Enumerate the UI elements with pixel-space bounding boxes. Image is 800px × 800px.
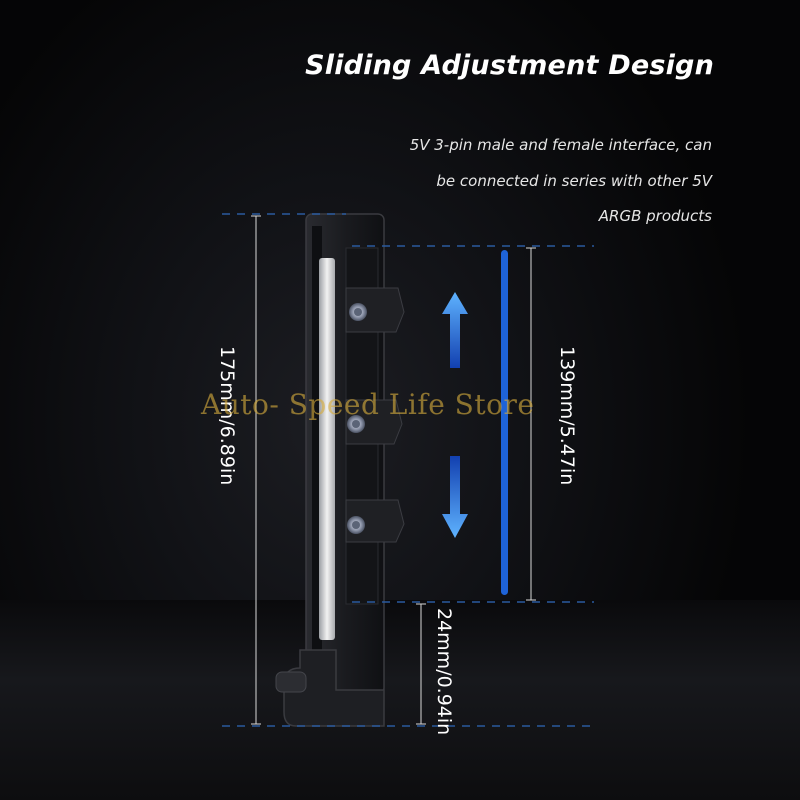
- dimension-label-foot: 24mm/0.94in: [433, 608, 455, 736]
- feature-description: 5V 3-pin male and female interface, can …: [312, 128, 712, 235]
- slide-clip: [345, 287, 405, 333]
- slide-range-bar: [501, 250, 508, 595]
- screw-icon: [349, 303, 367, 321]
- slide-clip: [345, 399, 403, 445]
- dimension-label-slide: 139mm/5.47in: [556, 346, 578, 486]
- arrow-down-icon: [442, 456, 468, 538]
- description-line: 5V 3-pin male and female interface, can: [409, 136, 712, 154]
- description-line: ARGB products: [598, 207, 712, 225]
- page-title: Sliding Adjustment Design: [305, 50, 714, 81]
- floor-reflection: [0, 600, 800, 800]
- arrow-up-icon: [442, 292, 468, 368]
- store-watermark: Auto- Speed Life Store: [201, 388, 535, 421]
- led-strip: [319, 258, 335, 640]
- screw-icon: [347, 516, 365, 534]
- screw-icon: [347, 415, 365, 433]
- dimension-guides: [222, 213, 594, 727]
- bracket-foot: [283, 649, 385, 727]
- dimension-lines: [251, 215, 536, 725]
- description-line: be connected in series with other 5V: [436, 171, 712, 190]
